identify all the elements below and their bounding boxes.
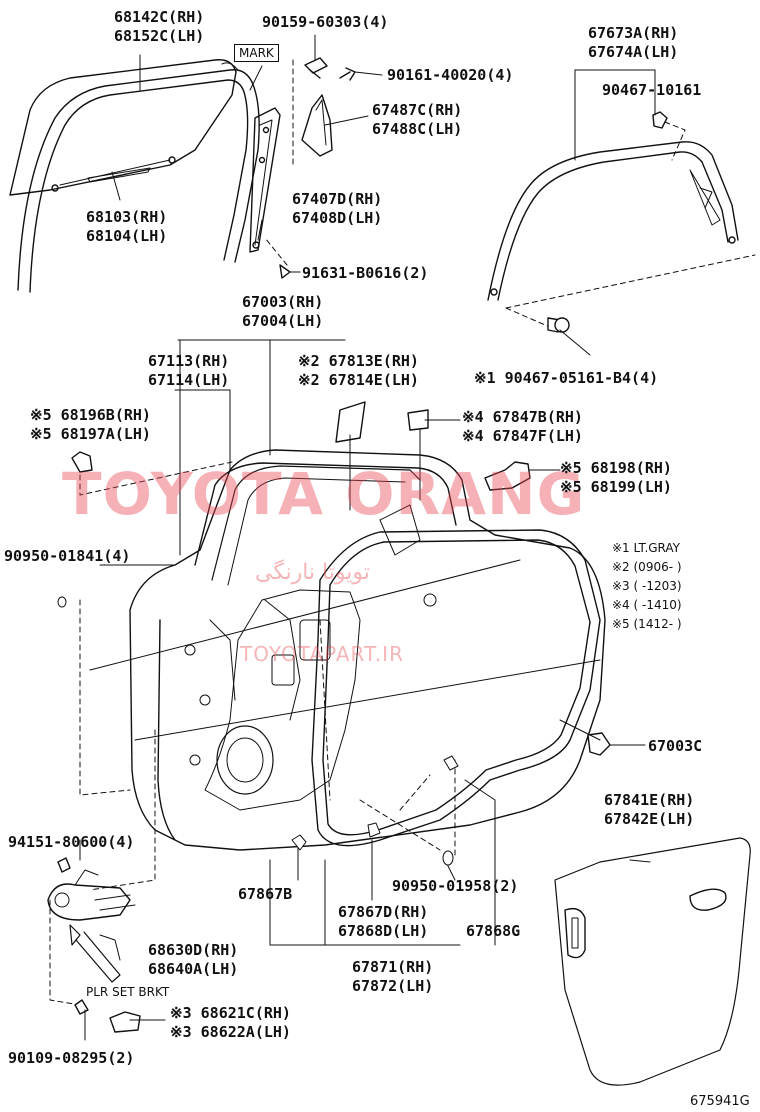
label-68622a: ※3 68622A(LH) (170, 1023, 291, 1041)
label-94151: 94151-80600(4) (8, 833, 135, 851)
corner-piece (301, 94, 333, 157)
label-91631: 91631-B0616(2) (302, 264, 429, 282)
label-plr-set-brkt: PLR SET BRKT (86, 985, 170, 999)
label-90467-10161: 90467-10161 (602, 81, 702, 99)
label-67868d: 67868D(LH) (338, 922, 429, 940)
label-67847f: ※4 67847F(LH) (462, 427, 583, 445)
notes-legend: ※1 LT.GRAY ※2 (0906- ) ※3 ( -1203) ※4 ( … (612, 539, 682, 634)
label-67872: 67872(LH) (352, 977, 434, 995)
door-check-hinge (47, 857, 141, 1033)
label-67674a: 67674A(LH) (588, 43, 679, 61)
label-68630d: 68630D(RH) (148, 941, 239, 959)
door-opening-weatherstrip (311, 529, 601, 847)
door-glass (9, 59, 237, 196)
label-90950-01958: 90950-01958(2) (392, 877, 519, 895)
pad-68196 (71, 451, 93, 473)
glass-run-channel (17, 69, 260, 293)
mark-box: MARK (234, 44, 279, 62)
label-67673a: 67673A(RH) (588, 24, 679, 42)
clip (304, 57, 356, 81)
label-67004: 67004(LH) (242, 312, 324, 330)
label-67868g: 67868G (466, 922, 521, 940)
label-68621c: ※3 68621C(RH) (170, 1004, 291, 1022)
label-68199: ※5 68199(LH) (560, 478, 672, 496)
label-67847b: ※4 67847B(RH) (462, 408, 583, 426)
note-4: ※4 ( -1410) (612, 598, 682, 612)
label-67114: 67114(LH) (148, 371, 230, 389)
cap (407, 409, 429, 431)
label-90109: 90109-08295(2) (8, 1049, 135, 1067)
drawing-code: 675941G (690, 1094, 750, 1109)
label-67841e: 67841E(RH) (604, 791, 695, 809)
door-frame-weatherstrip (487, 111, 739, 301)
label-67871: 67871(RH) (352, 958, 434, 976)
watermark-url: TOYOTAPART.IR (240, 642, 404, 666)
plug-67003c (587, 732, 611, 756)
label-90161: 90161-40020(4) (387, 66, 514, 84)
label-67842e: 67842E(LH) (604, 810, 695, 828)
label-68104: 68104(LH) (86, 227, 168, 245)
label-67003c: 67003C (648, 737, 703, 755)
note-1: ※1 LT.GRAY (612, 541, 681, 555)
label-67487c: 67487C(RH) (372, 101, 463, 119)
watermark-arabic: تويوتا نارنگی (255, 560, 370, 585)
note-3: ※3 ( -1203) (612, 579, 682, 593)
label-67867d: 67867D(RH) (338, 903, 429, 921)
label-67408d: 67408D(LH) (292, 209, 383, 227)
hinge-bracket (484, 461, 531, 491)
watermark-main: TOYOTA ORANG (62, 460, 586, 528)
pad (335, 401, 366, 443)
rear-lower-channel (249, 107, 281, 253)
label-68142c: 68142C(RH) (114, 8, 205, 26)
label-67003: 67003(RH) (242, 293, 324, 311)
label-68197a: ※5 68197A(LH) (30, 425, 151, 443)
label-67488c: 67488C(LH) (372, 120, 463, 138)
label-68198: ※5 68198(RH) (560, 459, 672, 477)
note-5: ※5 (1412- ) (612, 617, 682, 631)
label-90159: 90159-60303(4) (262, 13, 389, 31)
label-68640a: 68640A(LH) (148, 960, 239, 978)
plr-arrow (69, 924, 121, 983)
label-67867b: 67867B (238, 885, 293, 903)
label-67813e: ※2 67813E(RH) (298, 352, 419, 370)
label-68196b: ※5 68196B(RH) (30, 406, 151, 424)
label-68152c: 68152C(LH) (114, 27, 205, 45)
glass-run-main (211, 465, 421, 586)
label-67407d: 67407D(RH) (292, 190, 383, 208)
label-90950-01841: 90950-01841(4) (4, 547, 131, 565)
note-2: ※2 (0906- ) (612, 560, 682, 574)
label-90467-05161: ※1 90467-05161-B4(4) (474, 369, 659, 387)
door-trim-board (554, 837, 751, 1086)
label-68103: 68103(RH) (86, 208, 168, 226)
label-67814e: ※2 67814E(LH) (298, 371, 419, 389)
label-67113: 67113(RH) (148, 352, 230, 370)
